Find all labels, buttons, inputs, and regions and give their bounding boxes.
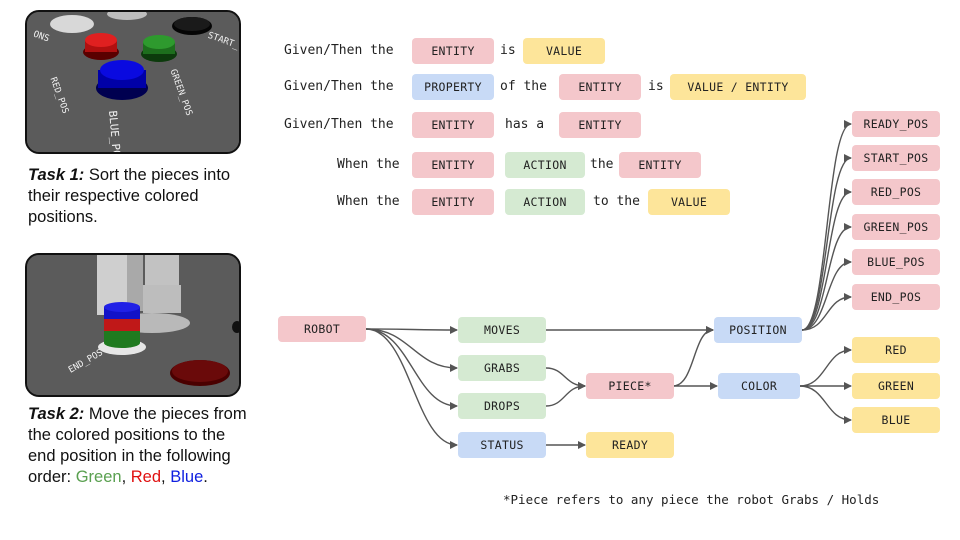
task2-text: Move the pieces from the colored positio… [28, 405, 247, 486]
node-blue-pos: BLUE_POS [852, 249, 940, 275]
task2-red: Red [130, 468, 162, 486]
edge-robot-drops [365, 328, 458, 410]
edge-drops-piece [545, 382, 586, 407]
blue-piece [100, 60, 144, 80]
node-blue: BLUE [852, 407, 940, 433]
task1-text: Sort the pieces into their respective co… [28, 166, 231, 226]
task2-sep2: , [161, 468, 166, 486]
edge-color-blue [799, 385, 852, 424]
node-ready-pos: READY_POS [852, 111, 940, 137]
task2-caption: Task 2: Move the pieces from the colored… [28, 404, 253, 488]
edge-color-red [799, 346, 852, 387]
chip-entity: ENTITY [412, 152, 494, 178]
node-start-pos: START_POS [852, 145, 940, 171]
white-disc [50, 15, 94, 33]
node-end-pos: END_POS [852, 284, 940, 310]
node-green: GREEN [852, 373, 940, 399]
node-status: STATUS [458, 432, 546, 458]
edge-position-red-pos [801, 188, 852, 331]
red-piece [85, 33, 117, 47]
chip-entity: ENTITY [619, 152, 701, 178]
word-is: is [500, 43, 516, 58]
task2-photo: END_POS [25, 253, 241, 397]
node-red-pos: RED_POS [852, 179, 940, 205]
task1-title: Task 1: [28, 166, 85, 184]
task2-scene [27, 255, 239, 395]
chip-entity: ENTITY [559, 74, 641, 100]
word-given-then-3: Given/Then the [284, 117, 394, 132]
chip-value: VALUE [523, 38, 605, 64]
edge-position-end-pos [801, 293, 852, 331]
edge-robot-moves [365, 325, 458, 334]
word-when-the-1: When the [337, 157, 400, 172]
edge-piece-position [672, 326, 714, 387]
node-drops: DROPS [458, 393, 546, 419]
node-position: POSITION [714, 317, 802, 343]
chip-entity: ENTITY [412, 189, 494, 215]
task1-scene [27, 12, 239, 152]
edge-robot-status [365, 328, 458, 449]
chip-value: VALUE [648, 189, 730, 215]
node-piece: PIECE* [586, 373, 674, 399]
footnote: *Piece refers to any piece the robot Gra… [503, 492, 880, 507]
word-given-then-1: Given/Then the [284, 43, 394, 58]
task1-caption: Task 1: Sort the pieces into their respe… [28, 165, 263, 228]
word-to-the: to the [593, 194, 640, 209]
task2-end: . [203, 468, 208, 486]
word-given-then-2: Given/Then the [284, 79, 394, 94]
task2-sep1: , [121, 468, 127, 486]
red-position-disc [172, 360, 228, 382]
node-color: COLOR [718, 373, 800, 399]
stacked-pieces [104, 302, 140, 312]
node-green-pos: GREEN_POS [852, 214, 940, 240]
chip-action: ACTION [505, 189, 585, 215]
task2-green: Green [75, 468, 122, 486]
node-ready: READY [586, 432, 674, 458]
chip-value-entity: VALUE / ENTITY [670, 74, 806, 100]
edge-grabs-piece [545, 367, 586, 390]
edge-robot-grabs [365, 328, 458, 372]
chip-property: PROPERTY [412, 74, 494, 100]
task2-title: Task 2: [28, 405, 85, 423]
edge-position-ready-pos [801, 120, 852, 331]
node-moves: MOVES [458, 317, 546, 343]
edge-position-start-pos [801, 154, 852, 331]
edge-position-green-pos [801, 223, 852, 331]
word-the: the [590, 157, 614, 172]
node-robot: ROBOT [278, 316, 366, 342]
task2-blue: Blue [170, 468, 204, 486]
chip-action: ACTION [505, 152, 585, 178]
word-when-the-2: When the [337, 194, 400, 209]
chip-entity: ENTITY [559, 112, 641, 138]
node-grabs: GRABS [458, 355, 546, 381]
green-piece [143, 35, 175, 49]
word-of-the: of the [500, 79, 547, 94]
chip-entity: ENTITY [412, 38, 494, 64]
chip-entity: ENTITY [412, 112, 494, 138]
node-red: RED [852, 337, 940, 363]
edge-position-blue-pos [801, 258, 852, 331]
task1-photo: ONS START_ RED_POS GREEN_POS BLUE_POS [25, 10, 241, 154]
word-is: is [648, 79, 664, 94]
word-has-a: has a [505, 117, 545, 132]
